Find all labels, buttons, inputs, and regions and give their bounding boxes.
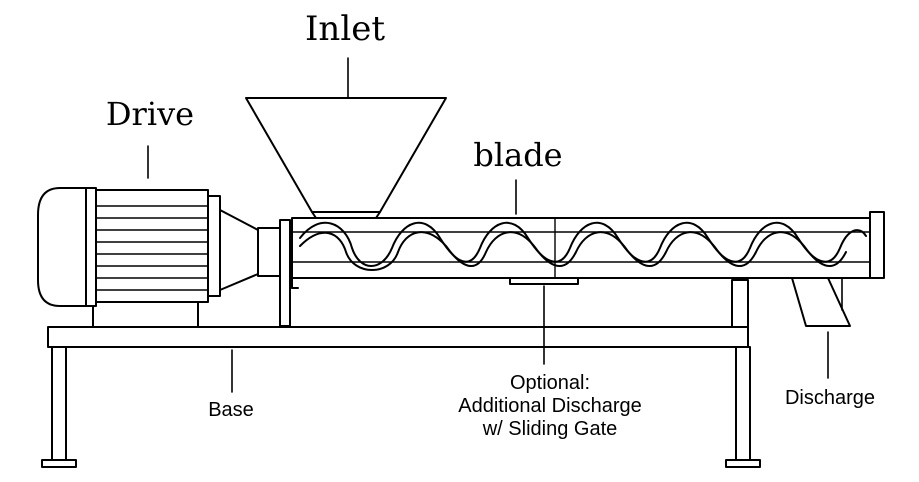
optional-line-3: w/ Sliding Gate [482,418,618,440]
blade-label: blade [473,136,563,174]
base-label: Base [208,399,254,421]
drive-motor [37,187,291,328]
leader-lines [147,57,829,393]
optional-line-1: Optional: [509,372,591,394]
discharge-chute [791,277,851,327]
optional-line-2: Additional Discharge [458,395,642,417]
screw-blade [299,217,867,279]
inlet-hopper [245,97,447,219]
base-frame [41,279,761,468]
optional-discharge-label: Optional: Additional Discharge w/ Slidin… [420,372,680,441]
drive-label: Drive [105,95,195,133]
sliding-gate [509,277,579,285]
discharge-label: Discharge [784,387,876,409]
motor-cooling-fins [95,205,209,291]
inlet-label: Inlet [305,9,385,49]
conveyor-trough [291,211,885,289]
